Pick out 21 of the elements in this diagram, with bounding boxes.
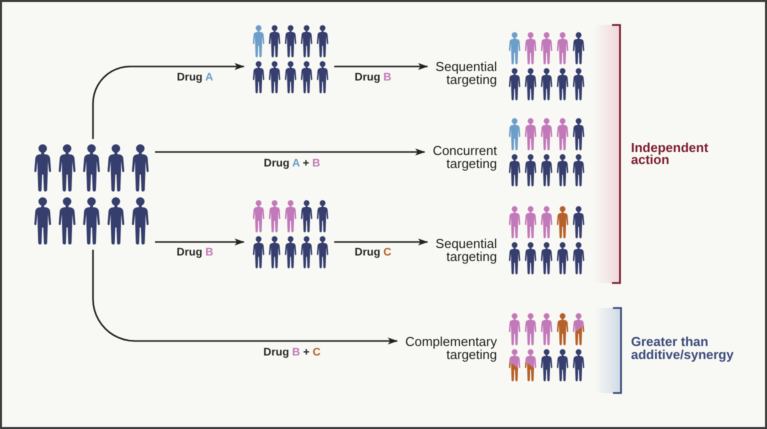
people-group-illustration — [252, 200, 330, 268]
bracket-label: Independent action — [631, 142, 710, 166]
edge-label: Drug C — [352, 246, 394, 260]
outcome-label: Sequential targeting — [436, 236, 497, 262]
edge-label: Drug B + C — [261, 346, 323, 360]
arrow — [155, 238, 244, 246]
edge-label: Drug A + B — [262, 158, 322, 170]
arrow — [334, 63, 428, 70]
arrow — [92, 63, 244, 139]
edge-label: Drug B — [174, 246, 216, 260]
outcome-label: Sequential targeting — [436, 60, 497, 86]
outcome-label: Complementary targeting — [405, 334, 497, 360]
edge-label: Drug B — [352, 72, 394, 84]
people-group-illustration — [33, 144, 150, 245]
arrow — [155, 148, 426, 156]
people-group-illustration — [252, 25, 330, 94]
bracket-label: Greater than additive/synergy — [631, 336, 735, 361]
edge-label: Drug A — [174, 72, 216, 84]
arrow — [334, 238, 428, 246]
outcome-label: Concurrent targeting — [432, 144, 497, 170]
arrow — [92, 250, 398, 344]
